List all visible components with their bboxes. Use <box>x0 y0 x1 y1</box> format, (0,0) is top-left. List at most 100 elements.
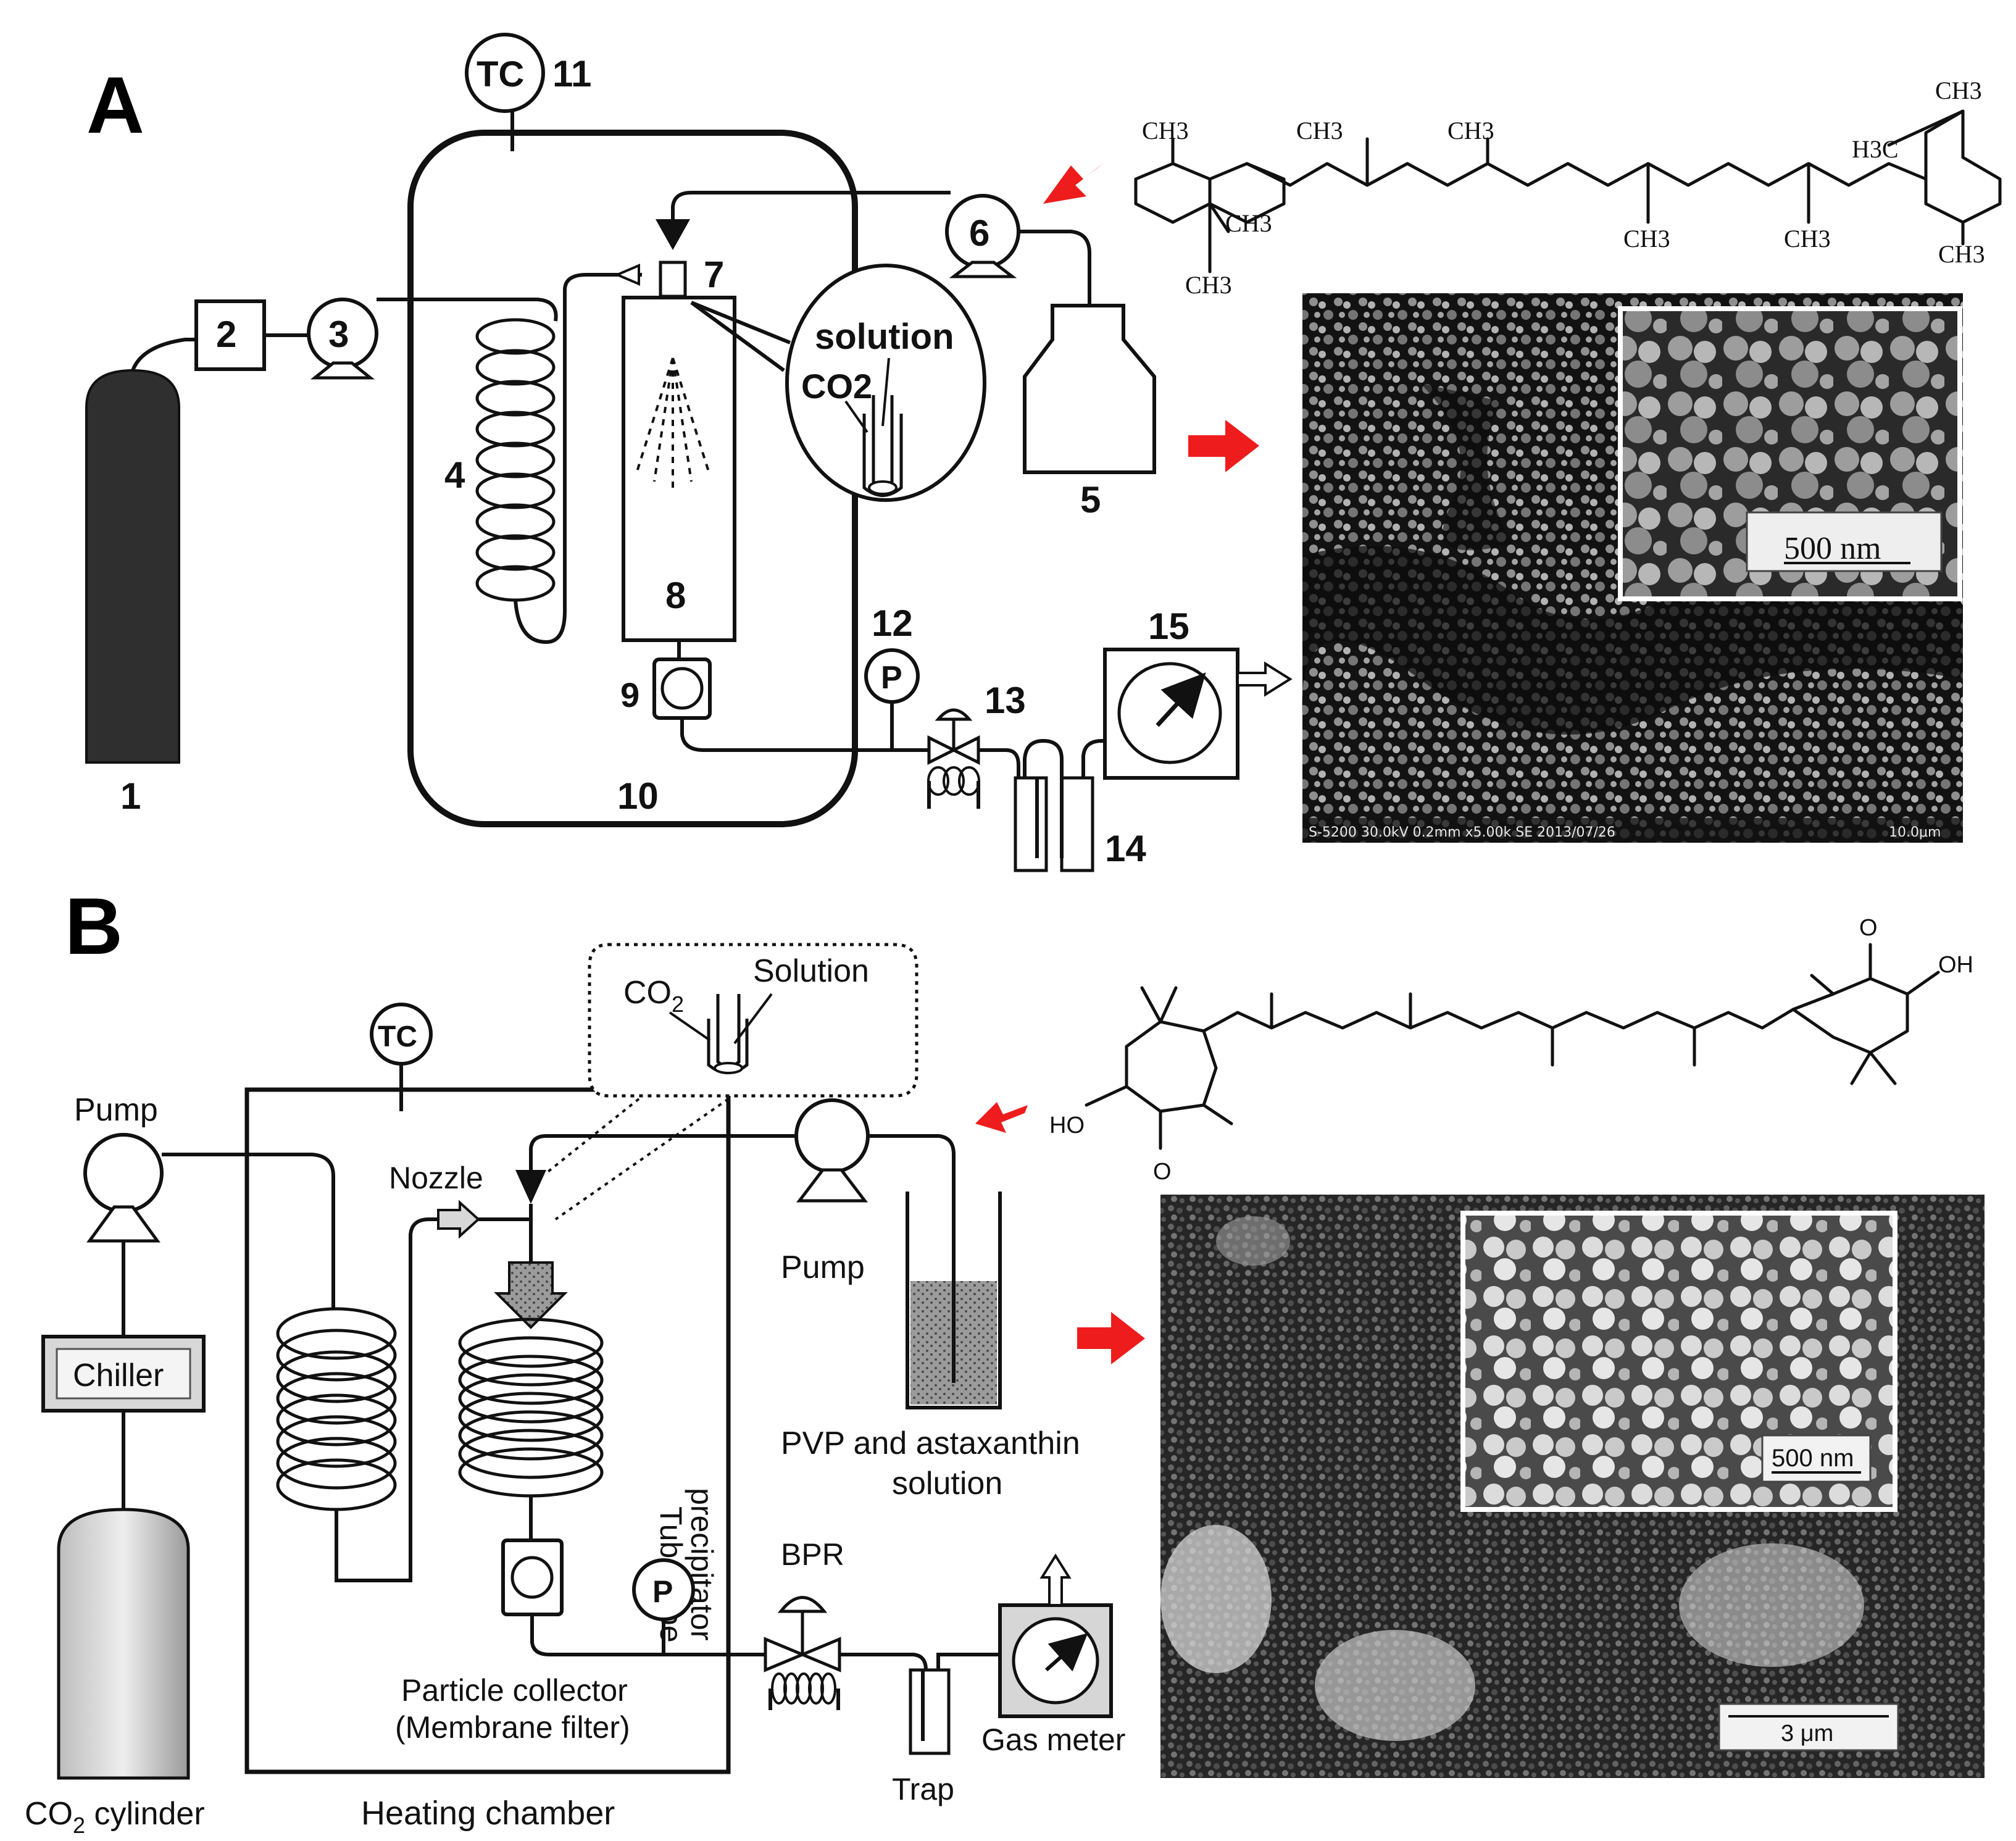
heating-chamber-label: Heating chamber <box>361 1795 615 1832</box>
label-1: 1 <box>120 775 141 817</box>
trap-label: Trap <box>892 1772 954 1806</box>
pressure-gauge-b <box>632 1558 695 1621</box>
sem-a-caption: S-5200 30.0kV 0.2mm x5.00k SE 2013/07/26 <box>1309 825 1615 840</box>
preheating-coil-b <box>276 1217 438 1582</box>
red-arrow-b-sem <box>1077 1312 1145 1364</box>
label-14: 14 <box>1105 828 1146 869</box>
label-9: 9 <box>620 675 639 714</box>
panel-a-letter: A <box>86 60 144 150</box>
collector-label-1: Particle collector <box>401 1673 628 1708</box>
tc-label-b: TC <box>378 1021 417 1053</box>
co2-inlet-arrow-a <box>614 263 640 286</box>
ch3-10: CH3 <box>1938 240 1985 268</box>
thermocouple-11 <box>465 33 545 113</box>
co2-cylinder-a <box>85 338 196 764</box>
pressure-gauge-12 <box>864 648 920 704</box>
astaxanthin-structure <box>1085 943 1940 1150</box>
pump-right-label: Pump <box>781 1250 865 1285</box>
solution-bottle-5 <box>1023 304 1156 474</box>
bpr-label: BPR <box>781 1537 844 1572</box>
ch3-9: CH3 <box>1935 77 1982 104</box>
precipitator-8 <box>622 296 736 642</box>
ch3-3: CH3 <box>1185 271 1232 299</box>
pvp-label-2: solution <box>892 1466 1002 1501</box>
gas-outlet-arrow-b <box>1039 1553 1072 1606</box>
label-7: 7 <box>704 254 724 295</box>
h3c-7: H3C <box>1852 135 1899 163</box>
trap-b <box>909 1668 951 1755</box>
nozzle-7 <box>659 261 687 298</box>
tube-precipitator-coil <box>458 1317 604 1540</box>
solution-inlet-arrow-b <box>515 1170 546 1204</box>
sem-b-inset-scalebar: 500 nm <box>1772 1445 1854 1472</box>
solution-beaker <box>906 1154 1002 1409</box>
back-pressure-regulator-13 <box>927 708 980 809</box>
back-pressure-regulator-b <box>764 1596 841 1710</box>
co2-inlet-arrow-b <box>437 1200 480 1239</box>
pump-3 <box>307 298 378 380</box>
sem-a-main-scale: 10.0μm <box>1889 825 1941 840</box>
pump-left-label: Pump <box>74 1092 158 1128</box>
spray-cone-a <box>635 357 711 488</box>
tube-precipitator-label-2: precipitator <box>685 1488 719 1640</box>
ch3-6: CH3 <box>1623 225 1670 253</box>
co2-cylinder-label: CO2 cylinder <box>25 1796 205 1838</box>
ch3-1: CH3 <box>1142 117 1189 144</box>
tc-label-a: TC <box>477 54 524 94</box>
panel-b-letter: B <box>65 881 123 971</box>
heating-chamber-b <box>244 1087 731 1774</box>
astax-o-bottom: O <box>1153 1159 1172 1185</box>
label-13: 13 <box>985 680 1026 721</box>
nozzle-detail-b <box>669 993 773 1074</box>
thermocouple-b <box>370 1003 433 1066</box>
preheating-coil-4 <box>475 273 642 645</box>
beta-carotene-structure <box>1134 109 2002 273</box>
label-4: 4 <box>444 454 465 496</box>
sem-image-a: 500 nm S-5200 30.0kV 0.2mm x5.00k SE 201… <box>1302 293 1963 843</box>
gas-meter-label: Gas meter <box>981 1722 1125 1757</box>
astax-o-top: O <box>1859 915 1878 941</box>
label-8: 8 <box>665 575 686 616</box>
pvp-label-1: PVP and astaxanthin <box>781 1426 1080 1461</box>
red-arrow-a-molecule <box>1043 162 1105 204</box>
astax-oh: OH <box>1938 952 1973 978</box>
callout-solution-label-b: Solution <box>753 953 869 989</box>
red-arrow-a-sem <box>1188 420 1259 472</box>
co2-cylinder-b <box>57 1508 190 1780</box>
callout-co2-label-a: CO2 <box>801 367 872 406</box>
ch3-5: CH3 <box>1447 117 1494 144</box>
valve-box-2 <box>194 299 266 371</box>
solution-inlet-arrow-a <box>656 219 690 250</box>
callout-line-2 <box>690 301 785 372</box>
callout-solution-label-a: solution <box>815 317 954 357</box>
p-label-a: P <box>881 660 902 696</box>
label-5: 5 <box>1080 479 1101 520</box>
astax-ho: HO <box>1049 1113 1085 1138</box>
traps-14 <box>1014 738 1105 872</box>
callout-line-1 <box>690 301 791 344</box>
sem-b-main-scalebar: 3 μm <box>1781 1721 1833 1747</box>
sem-a-inset-scalebar: 500 nm <box>1784 531 1881 566</box>
collector-label-2: (Membrane filter) <box>395 1710 630 1745</box>
ch3-2: CH3 <box>1225 209 1272 237</box>
chiller-label: Chiller <box>73 1358 164 1393</box>
red-arrow-b-molecule <box>975 1102 1028 1133</box>
nozzle-detail-a <box>844 357 903 497</box>
gas-outlet-arrow-a <box>1236 661 1293 697</box>
pump-left-b <box>83 1133 164 1243</box>
sem-image-b: 500 nm 3 μm <box>1160 1195 1985 1778</box>
pump-right-b <box>794 1098 870 1203</box>
nozzle-label: Nozzle <box>389 1161 483 1195</box>
ch3-4: CH3 <box>1296 117 1343 144</box>
ch3-8: CH3 <box>1784 225 1831 253</box>
label-10: 10 <box>617 775 659 817</box>
label-3: 3 <box>328 314 349 355</box>
label-6: 6 <box>969 212 989 254</box>
p-label-b: P <box>652 1574 673 1609</box>
label-12: 12 <box>872 603 913 644</box>
label-15: 15 <box>1148 606 1189 647</box>
label-2: 2 <box>216 314 236 355</box>
flow-arrow-b <box>494 1261 568 1329</box>
callout-co2-label-b: CO2 <box>623 975 684 1017</box>
